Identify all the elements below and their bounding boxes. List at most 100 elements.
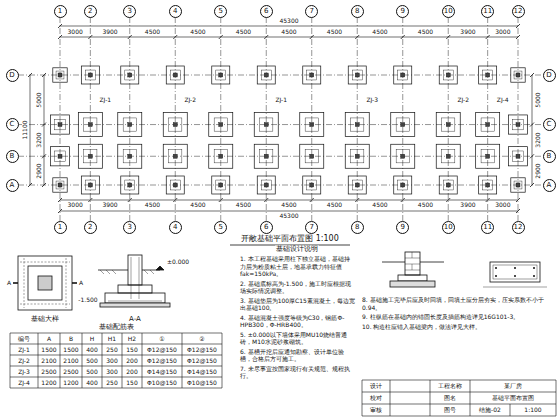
drawing-line (60, 26, 518, 27)
table-cell: 2500 (40, 369, 57, 375)
footing-outline (307, 70, 317, 80)
footing-outline (173, 123, 177, 127)
axis-number: 7 (310, 8, 314, 15)
footing-outline (56, 181, 64, 189)
section-mark: A (6, 280, 12, 286)
footing-outline (88, 123, 92, 127)
drawing-line (10, 388, 222, 389)
axis-bubble: 10 (442, 221, 455, 234)
footing-outline (260, 150, 273, 163)
footing-outline (53, 178, 67, 192)
drawing-line (88, 198, 92, 202)
table-cell: ② (198, 336, 205, 342)
drawing-line (516, 35, 520, 39)
footing-outline (398, 70, 408, 80)
dimension: 4500 (280, 202, 297, 208)
drawing-line (60, 211, 518, 212)
footing-outline (486, 183, 490, 187)
drawing-line (102, 333, 103, 388)
notes-column: 8. 基础施工完毕后应及时回填，回填土应分层夯实，压实系数不小于0.94。9. … (362, 296, 554, 332)
axis-number: C (10, 121, 15, 128)
footing-outline (55, 151, 66, 162)
table-cell: 2100 (62, 358, 79, 364)
footing-outline (88, 154, 92, 158)
table-cell: 2100 (40, 358, 57, 364)
footing-outline (516, 154, 520, 158)
notes-title: 基础设计说明 (275, 246, 319, 253)
drawing-line (446, 35, 450, 39)
footing-outline (514, 181, 522, 189)
axis-bubble: 1 (54, 5, 67, 18)
footing-outline (401, 154, 405, 158)
footing-outline (121, 66, 139, 84)
footing-outline (81, 66, 99, 84)
drawing-line (128, 198, 132, 202)
footing-outline (257, 66, 275, 84)
drawing-line (401, 35, 405, 39)
footing-outline (348, 176, 366, 194)
axis-bubble: 9 (396, 5, 409, 18)
footing-outline (128, 154, 132, 158)
drawing-line (516, 24, 520, 28)
axis-number: 10 (444, 224, 453, 231)
table-cell: Φ12@150 (186, 347, 218, 353)
title-block-cell: 图号 (443, 407, 457, 413)
table-cell: 400 (85, 380, 98, 386)
footing-outline (303, 66, 321, 84)
axis-number: C (547, 121, 552, 128)
footing-outline (303, 176, 321, 194)
drawing-line (518, 17, 519, 221)
table-cell: 500 (85, 369, 98, 375)
drawing-line (401, 198, 405, 202)
footing-outline (173, 73, 177, 77)
axis-bubble: D (6, 69, 19, 82)
axis-bubble: 7 (305, 5, 318, 18)
footing-outline (125, 70, 135, 80)
axis-bubble: 2 (84, 5, 97, 18)
footing-outline (78, 144, 102, 168)
dimension: 3000 (494, 29, 511, 35)
drawing-line (142, 333, 143, 388)
footing-outline (396, 118, 409, 131)
section-mark: A (78, 280, 84, 286)
footing-outline (219, 183, 223, 187)
drawing-line (430, 380, 431, 404)
footing-outline (264, 183, 268, 187)
drawing-line (362, 404, 363, 416)
dimension: 4500 (189, 202, 206, 208)
footing-tag: ZJ-4 (496, 97, 510, 103)
drawing-line (10, 377, 222, 378)
drawing-line (402, 17, 403, 221)
drawing-line (88, 35, 92, 39)
dimension: 4500 (144, 202, 161, 208)
footing-outline (442, 118, 455, 131)
design-note: 8. 基础施工完毕后应及时回填，回填土应分层夯实，压实系数不小于0.94。 (362, 296, 554, 311)
axis-number: 3 (128, 224, 132, 231)
table-cell: 150 (125, 380, 138, 386)
footing-outline (355, 73, 359, 77)
footing-outline (85, 180, 95, 190)
axis-number: 3 (128, 8, 132, 15)
footing-outline (55, 119, 66, 130)
footing-outline (446, 123, 450, 127)
dimension: 3000 (67, 202, 84, 208)
footing-outline (479, 176, 497, 194)
drawing-line (516, 198, 520, 202)
drawing-line (173, 198, 177, 202)
footing-outline (345, 113, 369, 137)
footing-outline (84, 150, 97, 163)
drawing-line (173, 35, 177, 39)
table-cell: 1200 (62, 380, 79, 386)
drawing-line (311, 17, 312, 221)
drawing-line (310, 35, 314, 39)
title-block-cell: 审核 (369, 407, 383, 413)
axis-bubble: 4 (169, 221, 182, 234)
drawing-line (42, 183, 46, 187)
footing-outline (481, 150, 494, 163)
drawing-line (18, 75, 543, 76)
axis-bubble: 5 (214, 5, 227, 18)
dimension: 2900 (36, 162, 42, 179)
table-cell: 200 (125, 358, 138, 364)
axis-bubble: 11 (481, 221, 494, 234)
footing-outline (439, 176, 457, 194)
